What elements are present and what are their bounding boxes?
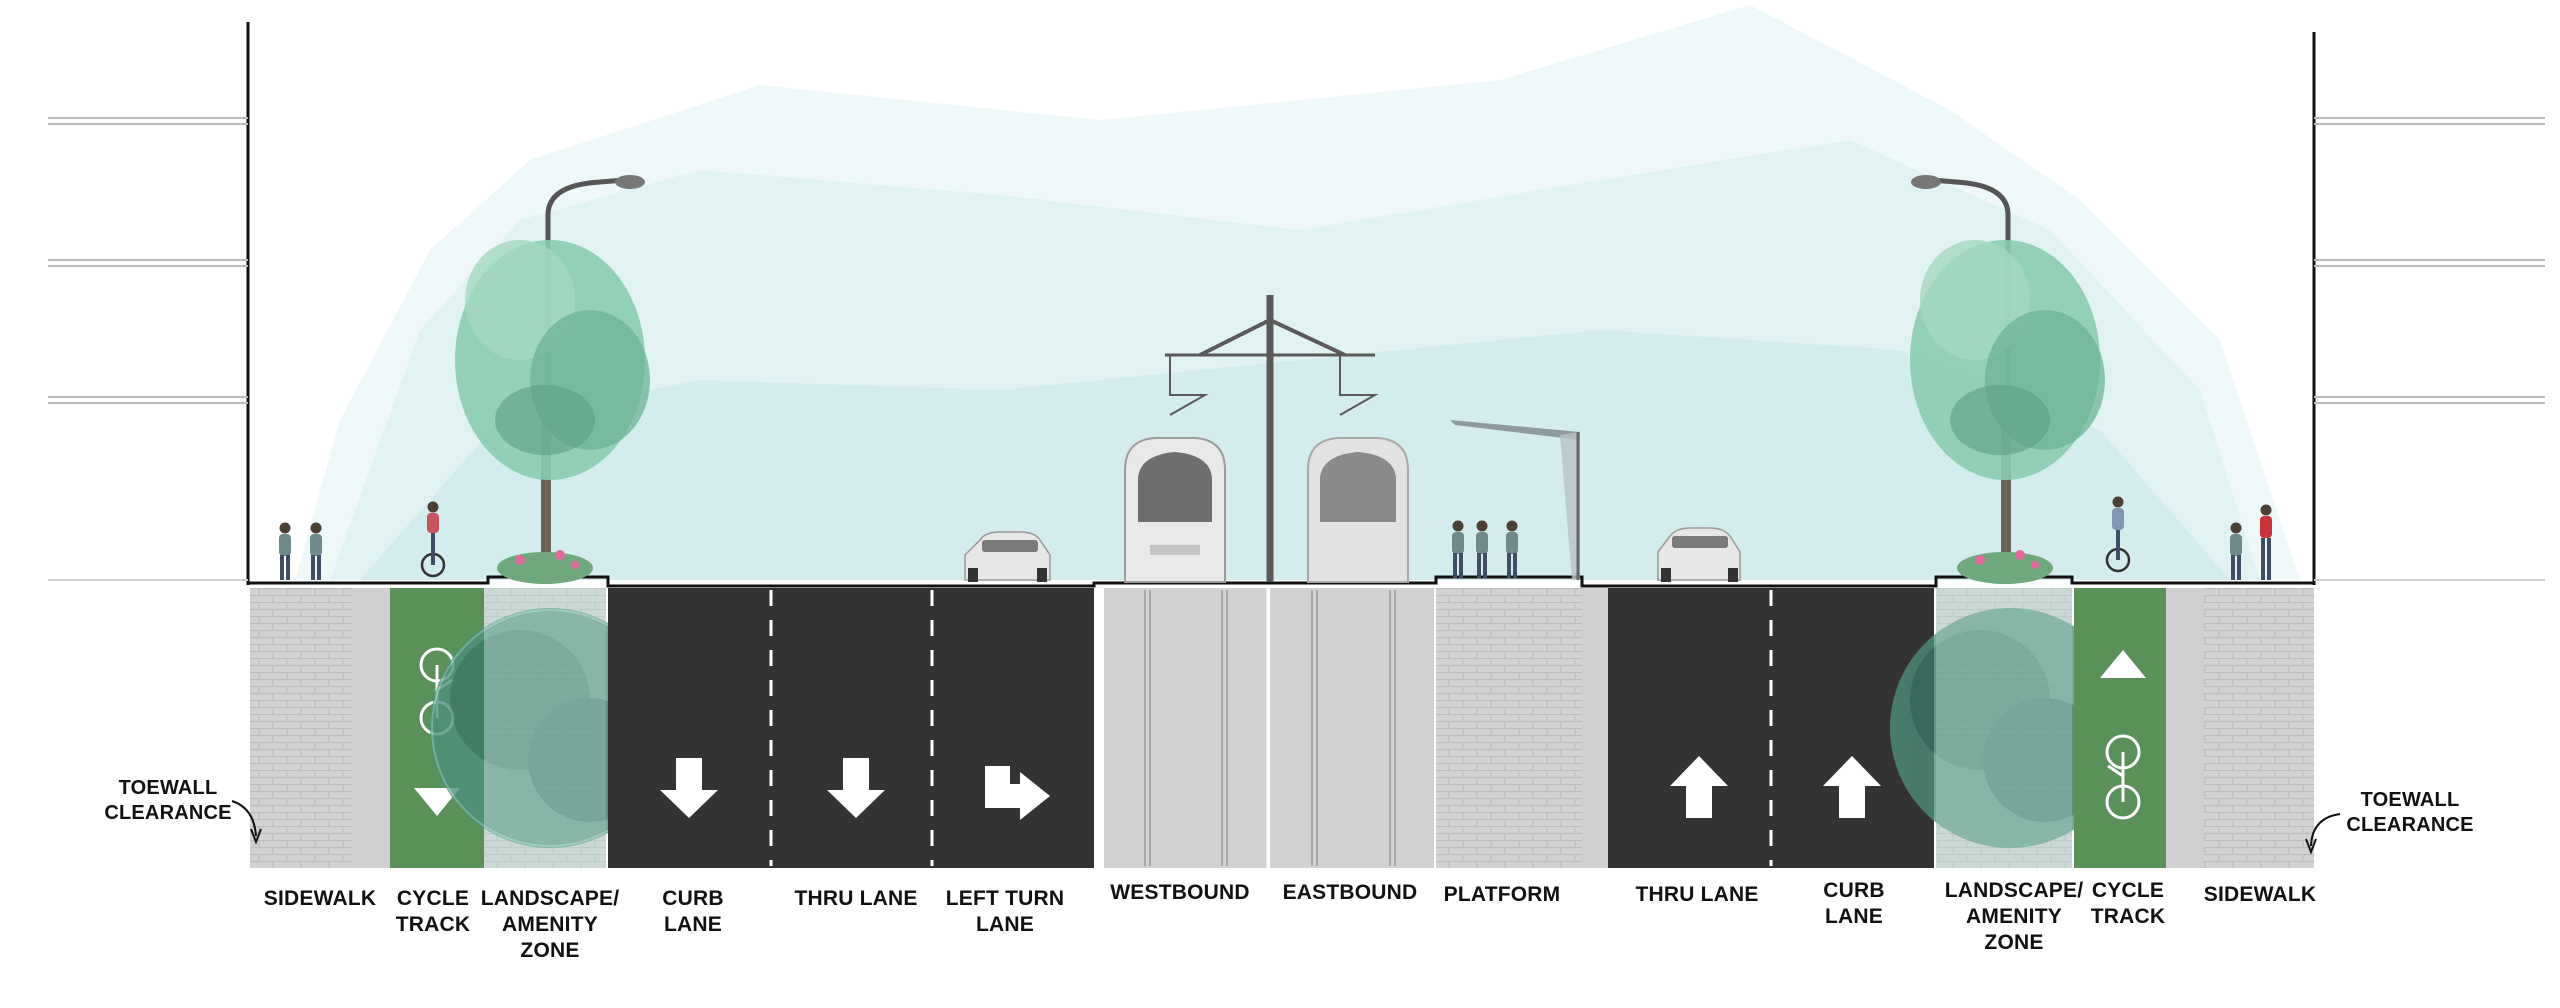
cycle-arrow-down-left <box>414 788 460 816</box>
sky-backdrop <box>295 5 2300 580</box>
label-eastbound: EASTBOUND <box>1282 881 1418 904</box>
building-right <box>2312 32 2545 585</box>
label-sidewalk-right: SIDEWALK <box>2203 883 2317 906</box>
arrow-up-curb-lane <box>1823 756 1881 818</box>
label-cycle-track-right: CYCLE TRACK <box>2090 879 2166 928</box>
cycle-arrow-up-right <box>2100 650 2146 678</box>
cycle-track-right-surface <box>2074 588 2166 868</box>
bicycle-icon <box>2105 734 2141 820</box>
label-landscape-right: LANDSCAPE/ AMENITY ZONE <box>1944 879 2084 954</box>
note-toewall-clearance-left: TOEWALL CLEARANCE <box>104 777 232 824</box>
arrow-left-turn <box>985 766 1050 820</box>
eastbound-trackway <box>1270 588 1434 868</box>
cyclist-icon <box>420 501 446 578</box>
sidewalk-right-surface <box>2204 588 2314 868</box>
catenary-pole-icon <box>1165 295 1379 582</box>
label-platform: PLATFORM <box>1443 883 1561 906</box>
tree-icon <box>455 240 650 560</box>
building-left <box>48 22 250 585</box>
platform-shelter-icon <box>1450 420 1580 580</box>
streetlight-icon <box>1911 175 2011 560</box>
toewall-leader-left <box>231 800 257 837</box>
light-rail-train-icon <box>1307 437 1409 583</box>
cyclist-icon <box>2105 496 2131 573</box>
label-landscape-left: LANDSCAPE/ AMENITY ZONE <box>480 887 620 962</box>
light-rail-train-icon <box>1124 437 1226 583</box>
arrow-up-thru-lane <box>1670 756 1728 818</box>
label-cycle-track-left: CYCLE TRACK <box>395 887 471 936</box>
pedestrian-icon <box>279 522 291 580</box>
car-icon <box>964 531 1051 582</box>
label-sidewalk-left: SIDEWALK <box>263 887 377 910</box>
roadway-westbound-surface <box>608 588 1094 868</box>
platform-surface <box>1436 588 1582 868</box>
toewall-leader-right <box>2310 813 2341 847</box>
pedestrian-icon <box>2260 504 2272 580</box>
label-curb-lane-right: CURB LANE <box>1823 879 1885 928</box>
label-curb-lane-left: CURB LANE <box>662 887 724 936</box>
streetlight-icon <box>545 175 645 560</box>
label-thru-lane-left: THRU LANE <box>794 887 918 910</box>
planter-left <box>497 550 593 584</box>
westbound-trackway <box>1104 588 1268 868</box>
label-westbound: WESTBOUND <box>1110 881 1250 904</box>
note-toewall-clearance-right: TOEWALL CLEARANCE <box>2346 789 2474 836</box>
tree-icon <box>1910 240 2105 560</box>
car-icon <box>1657 527 1741 582</box>
label-left-turn-lane: LEFT TURN LANE <box>945 887 1065 936</box>
arrow-down-curb-lane <box>660 758 718 818</box>
arrow-down-thru-lane <box>827 758 885 818</box>
toewall-left <box>352 588 390 868</box>
sidewalk-left-surface <box>250 588 352 868</box>
planter-right <box>1957 550 2053 584</box>
label-thru-lane-right: THRU LANE <box>1635 883 1759 906</box>
